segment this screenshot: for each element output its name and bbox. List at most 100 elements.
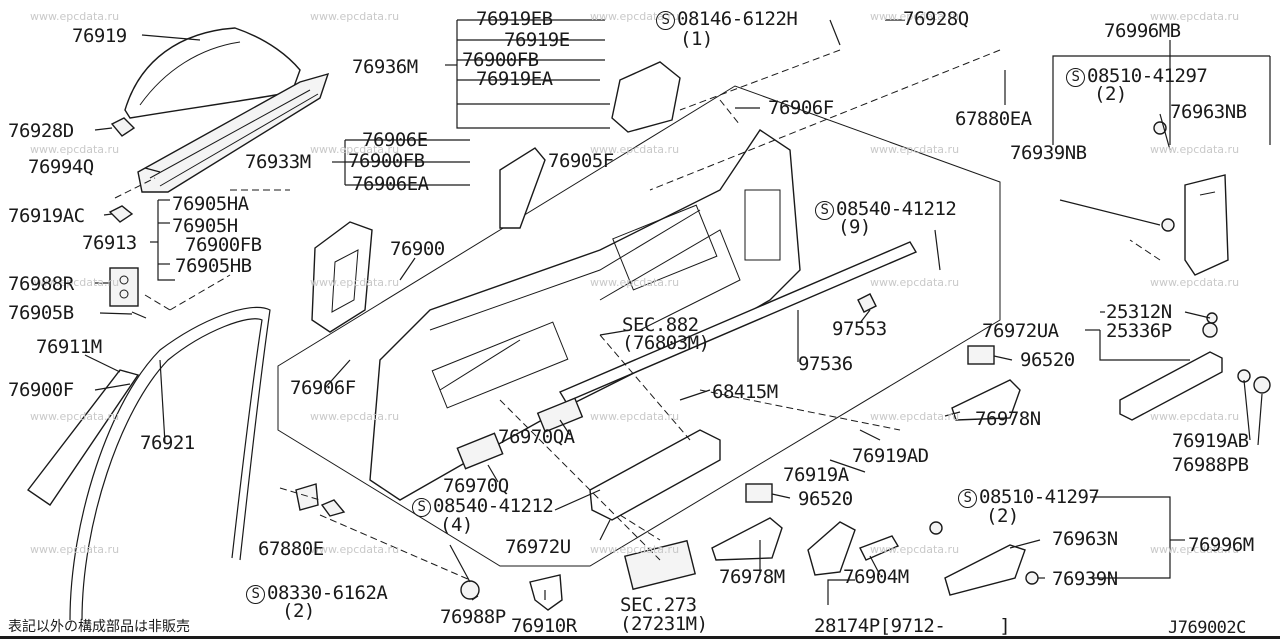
part-sec273 <box>623 539 697 591</box>
label-76919AC[interactable]: 76919AC <box>8 205 85 227</box>
part-76919AC <box>108 205 134 223</box>
label-76978N[interactable]: 76978N <box>975 408 1041 430</box>
label-76988PB[interactable]: 76988PB <box>1172 454 1249 476</box>
label-76906EA[interactable]: 76906EA <box>352 173 429 195</box>
bolt-symbol-icon: S <box>656 11 675 30</box>
label-76906E[interactable]: 76906E <box>362 129 428 151</box>
label-76900FB-c[interactable]: 76900FB <box>185 234 262 256</box>
label-76905B[interactable]: 76905B <box>8 302 74 324</box>
part-96520-lower <box>745 483 773 503</box>
label-96520-upper[interactable]: 96520 <box>1020 349 1075 371</box>
label-76963N[interactable]: 76963N <box>1052 528 1118 550</box>
part-76933M <box>499 147 546 229</box>
watermark: www.epcdata.ru <box>30 10 120 23</box>
label-76905H[interactable]: 76905H <box>172 215 238 237</box>
label-76963NB[interactable]: 76963NB <box>1170 101 1247 123</box>
watermark: www.epcdata.ru <box>870 276 960 289</box>
label-76939N[interactable]: 76939N <box>1052 568 1118 590</box>
label-76919A[interactable]: 76919A <box>783 464 849 486</box>
label-97553[interactable]: 97553 <box>832 318 887 340</box>
label-76936M[interactable]: 76936M <box>352 56 418 78</box>
label-76921[interactable]: 76921 <box>140 432 195 454</box>
label-76996MB[interactable]: 76996MB <box>1104 20 1181 42</box>
watermark: www.epcdata.ru <box>590 543 680 556</box>
diagram-code: J769002C <box>1168 618 1246 638</box>
label-76978M[interactable]: 76978M <box>719 566 785 588</box>
dashed-relation-lines <box>114 49 1161 581</box>
label-76905HA[interactable]: 76905HA <box>172 193 249 215</box>
part-76988PB <box>1253 376 1271 394</box>
watermark: www.epcdata.ru <box>310 276 400 289</box>
label-08146-qty: (1) <box>680 28 713 50</box>
label-76919EB[interactable]: 76919EB <box>476 8 553 30</box>
label-97536[interactable]: 97536 <box>798 353 853 375</box>
label-sec273[interactable]: SEC.273 <box>620 594 697 616</box>
part-28174P <box>807 521 856 576</box>
label-08510-b-qty: (2) <box>986 505 1019 527</box>
screw-symbol-icon: S <box>958 489 977 508</box>
part-76970Q <box>456 432 504 470</box>
label-76996M[interactable]: 76996M <box>1188 534 1254 556</box>
part-76939NB <box>1161 218 1175 232</box>
part-76936M <box>611 61 681 133</box>
label-76905HB[interactable]: 76905HB <box>175 255 252 277</box>
watermark: www.epcdata.ru <box>590 410 680 423</box>
watermark: www.epcdata.ru <box>310 543 400 556</box>
label-76939NB[interactable]: 76939NB <box>1010 142 1087 164</box>
label-76970QA[interactable]: 76970QA <box>498 426 575 448</box>
label-76994Q[interactable]: 76994Q <box>28 156 94 178</box>
part-76988P <box>460 580 480 600</box>
label-76919AB[interactable]: 76919AB <box>1172 430 1249 452</box>
label-25336P[interactable]: 25336P <box>1106 320 1172 342</box>
label-76972UA[interactable]: 76972UA <box>982 320 1059 342</box>
label-76900FB-a[interactable]: 76900FB <box>462 49 539 71</box>
label-76928D[interactable]: 76928D <box>8 120 74 142</box>
part-76904M <box>859 535 900 561</box>
label-76906F-top[interactable]: 76906F <box>768 97 834 119</box>
leader-lines <box>84 19 1263 605</box>
label-68415M[interactable]: 68415M <box>712 381 778 403</box>
label-76906F-left[interactable]: 76906F <box>290 377 356 399</box>
part-97536 <box>558 241 918 403</box>
screw-08510-b <box>929 521 943 535</box>
label-76933M[interactable]: 76933M <box>245 151 311 173</box>
label-76988R[interactable]: 76988R <box>8 273 74 295</box>
label-96520-lower[interactable]: 96520 <box>798 488 853 510</box>
watermark: www.epcdata.ru <box>30 143 120 156</box>
label-76910R[interactable]: 76910R <box>511 615 577 637</box>
label-76913[interactable]: 76913 <box>82 232 137 254</box>
part-76996M <box>944 544 1026 596</box>
label-76900FB-b[interactable]: 76900FB <box>348 150 425 172</box>
label-67880EA[interactable]: 67880EA <box>955 108 1032 130</box>
label-76919AD[interactable]: 76919AD <box>852 445 929 467</box>
part-67880E <box>295 483 319 511</box>
watermark: www.epcdata.ru <box>1150 410 1240 423</box>
label-sec882[interactable]: SEC.882 <box>622 314 699 336</box>
label-76988P[interactable]: 76988P <box>440 606 506 628</box>
label-76900[interactable]: 76900 <box>390 238 445 260</box>
label-76904M[interactable]: 76904M <box>843 566 909 588</box>
label-25312N[interactable]: 25312N <box>1106 301 1172 323</box>
label-76919[interactable]: 76919 <box>72 25 127 47</box>
part-76939N <box>1025 571 1039 585</box>
label-28174P[interactable]: 28174P[9712-] <box>814 615 1011 637</box>
label-76905F[interactable]: 76905F <box>548 150 614 172</box>
label-76919E[interactable]: 76919E <box>504 29 570 51</box>
label-76928Q[interactable]: 76928Q <box>903 8 969 30</box>
label-67880E[interactable]: 67880E <box>258 538 324 560</box>
part-76910R <box>529 574 563 611</box>
label-76972U[interactable]: 76972U <box>505 536 571 558</box>
label-08510-a-qty: (2) <box>1094 83 1127 105</box>
part-25312N <box>1206 312 1218 324</box>
label-76900F[interactable]: 76900F <box>8 379 74 401</box>
label-76911M[interactable]: 76911M <box>36 336 102 358</box>
label-76919EA[interactable]: 76919EA <box>476 68 553 90</box>
label-76970Q[interactable]: 76970Q <box>443 475 509 497</box>
